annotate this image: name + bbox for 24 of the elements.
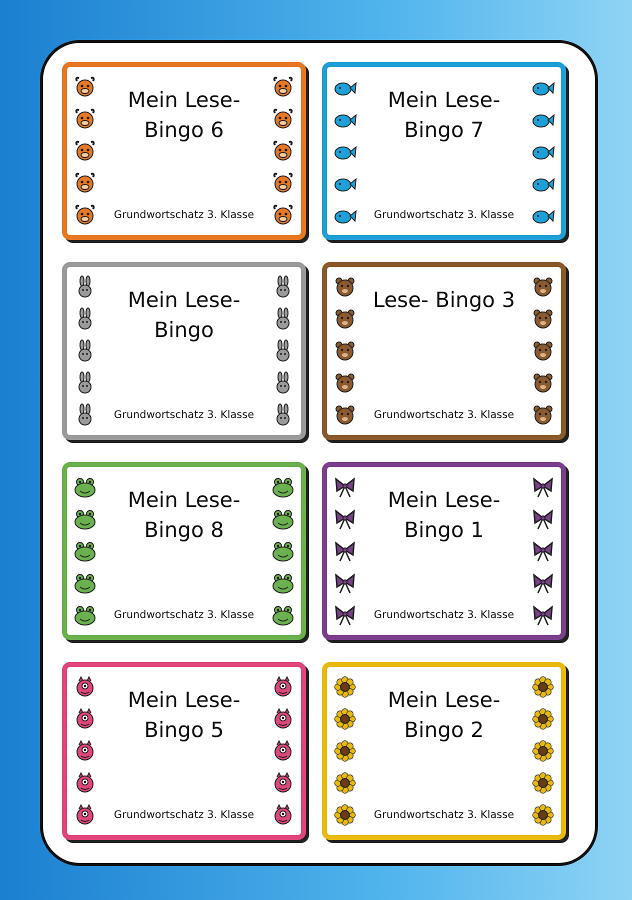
card-subtitle: Grundwortschatz 3. Klasse (112, 809, 256, 821)
card-title: Mein Lese- Bingo (126, 287, 242, 344)
bingo-card (62, 662, 306, 840)
card-subtitle: Grundwortschatz 3. Klasse (112, 409, 256, 421)
card-subtitle: Grundwortschatz 3. Klasse (372, 209, 516, 221)
card-subtitle: Grundwortschatz 3. Klasse (372, 409, 516, 421)
bingo-card (62, 62, 306, 240)
bingo-card (322, 262, 566, 440)
card-title: Mein Lese- Bingo 5 (126, 687, 242, 744)
bingo-card (62, 262, 306, 440)
bingo-card (322, 462, 566, 640)
card-title: Mein Lese- Bingo 6 (126, 87, 242, 144)
card-title: Mein Lese- Bingo 8 (126, 487, 242, 544)
card-subtitle: Grundwortschatz 3. Klasse (372, 609, 516, 621)
card-title: Lese- Bingo 3 (372, 287, 516, 314)
bingo-card (62, 462, 306, 640)
card-title: Mein Lese- Bingo 1 (386, 487, 502, 544)
card-subtitle: Grundwortschatz 3. Klasse (372, 809, 516, 821)
bingo-card (322, 662, 566, 840)
card-title: Mein Lese- Bingo 7 (386, 87, 502, 144)
card-subtitle: Grundwortschatz 3. Klasse (112, 209, 256, 221)
card-subtitle: Grundwortschatz 3. Klasse (112, 609, 256, 621)
bingo-card (322, 62, 566, 240)
card-title: Mein Lese- Bingo 2 (386, 687, 502, 744)
